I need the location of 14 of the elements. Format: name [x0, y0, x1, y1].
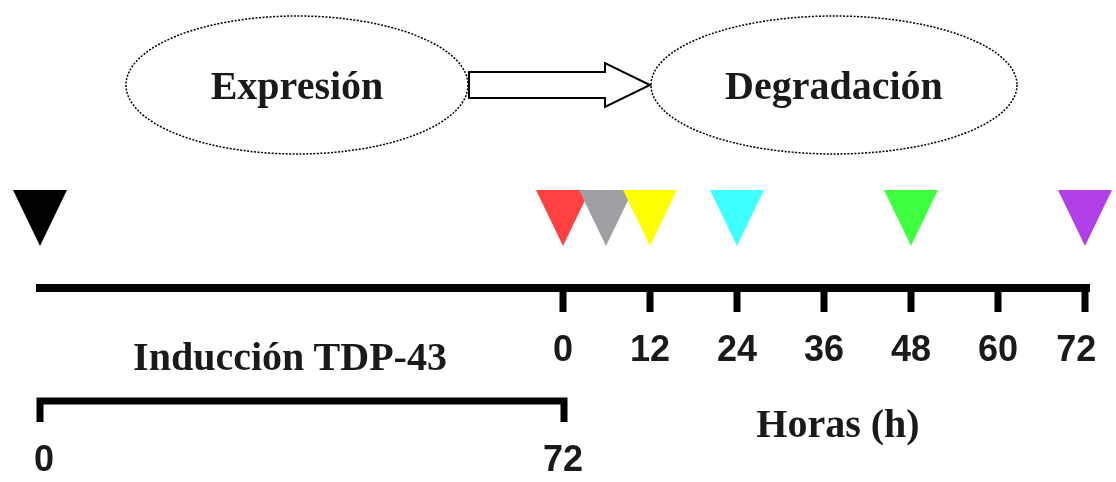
node-label: Degradación [724, 61, 944, 109]
tick-label: 48 [891, 328, 931, 370]
tick-label: 72 [543, 438, 583, 480]
tick-label: 0 [34, 438, 54, 480]
tick-label: 36 [804, 328, 844, 370]
tick-label: 72 [1056, 328, 1097, 370]
tick-label: 12 [630, 328, 670, 370]
tick-label: 24 [717, 328, 757, 370]
axis-title: Horas (h) [756, 400, 920, 447]
tick-label: 0 [553, 328, 573, 370]
period-label: Inducción TDP-43 [133, 333, 447, 380]
node-label: Expresión [209, 61, 385, 109]
arrow [468, 61, 653, 109]
tick-label: 60 [978, 328, 1018, 370]
